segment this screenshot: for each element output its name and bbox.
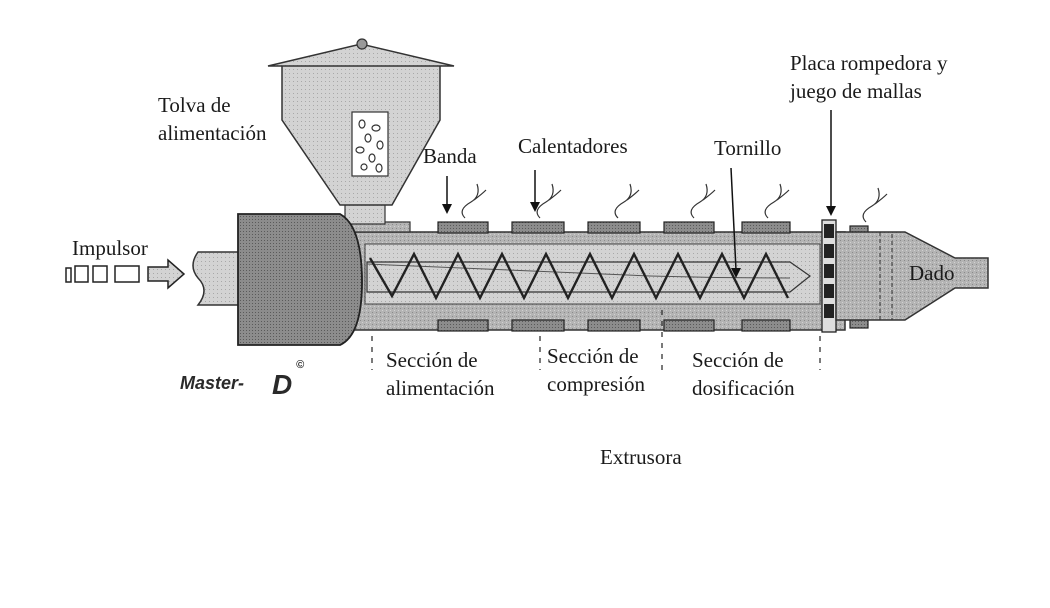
- pellets-icon: [355, 119, 384, 173]
- screw-label: Tornillo: [714, 136, 781, 160]
- logo-text: Master-: [180, 373, 244, 393]
- die-label: Dado: [909, 261, 955, 285]
- leader-arrows: [442, 110, 836, 278]
- logo-copyright-mark: ©: [296, 359, 305, 371]
- caption: Extrusora: [600, 445, 682, 469]
- die: [835, 231, 989, 321]
- heater-bands: [437, 221, 869, 332]
- feed-section-label-line1: Sección de: [386, 348, 478, 372]
- hopper-label-line1: Tolva de: [158, 93, 231, 117]
- breaker-label-line1: Placa rompedora y: [790, 51, 948, 75]
- metering-section-label-line1: Sección de: [692, 348, 784, 372]
- breaker-label-line2: juego de mallas: [789, 79, 922, 103]
- compression-section-label-line2: compresión: [547, 372, 645, 396]
- drive-housing: [237, 213, 363, 346]
- master-d-logo: Master- D ©: [180, 359, 305, 400]
- drive-shaft: [192, 251, 241, 306]
- drive-label: Impulsor: [72, 236, 148, 260]
- screw: [366, 251, 812, 301]
- heaters-label: Calentadores: [518, 134, 628, 158]
- feed-section-label-line2: alimentación: [386, 376, 495, 400]
- heater-wires: [461, 183, 888, 223]
- feed-hopper: [267, 38, 455, 206]
- hopper-label-line2: alimentación: [158, 121, 267, 145]
- compression-section-label-line1: Sección de: [547, 344, 639, 368]
- breaker-plate: [821, 219, 837, 333]
- band-label: Banda: [423, 144, 477, 168]
- drive-arrow-icon: [65, 258, 186, 290]
- metering-section-label-line2: dosificación: [692, 376, 795, 400]
- logo-letter: D: [272, 369, 292, 400]
